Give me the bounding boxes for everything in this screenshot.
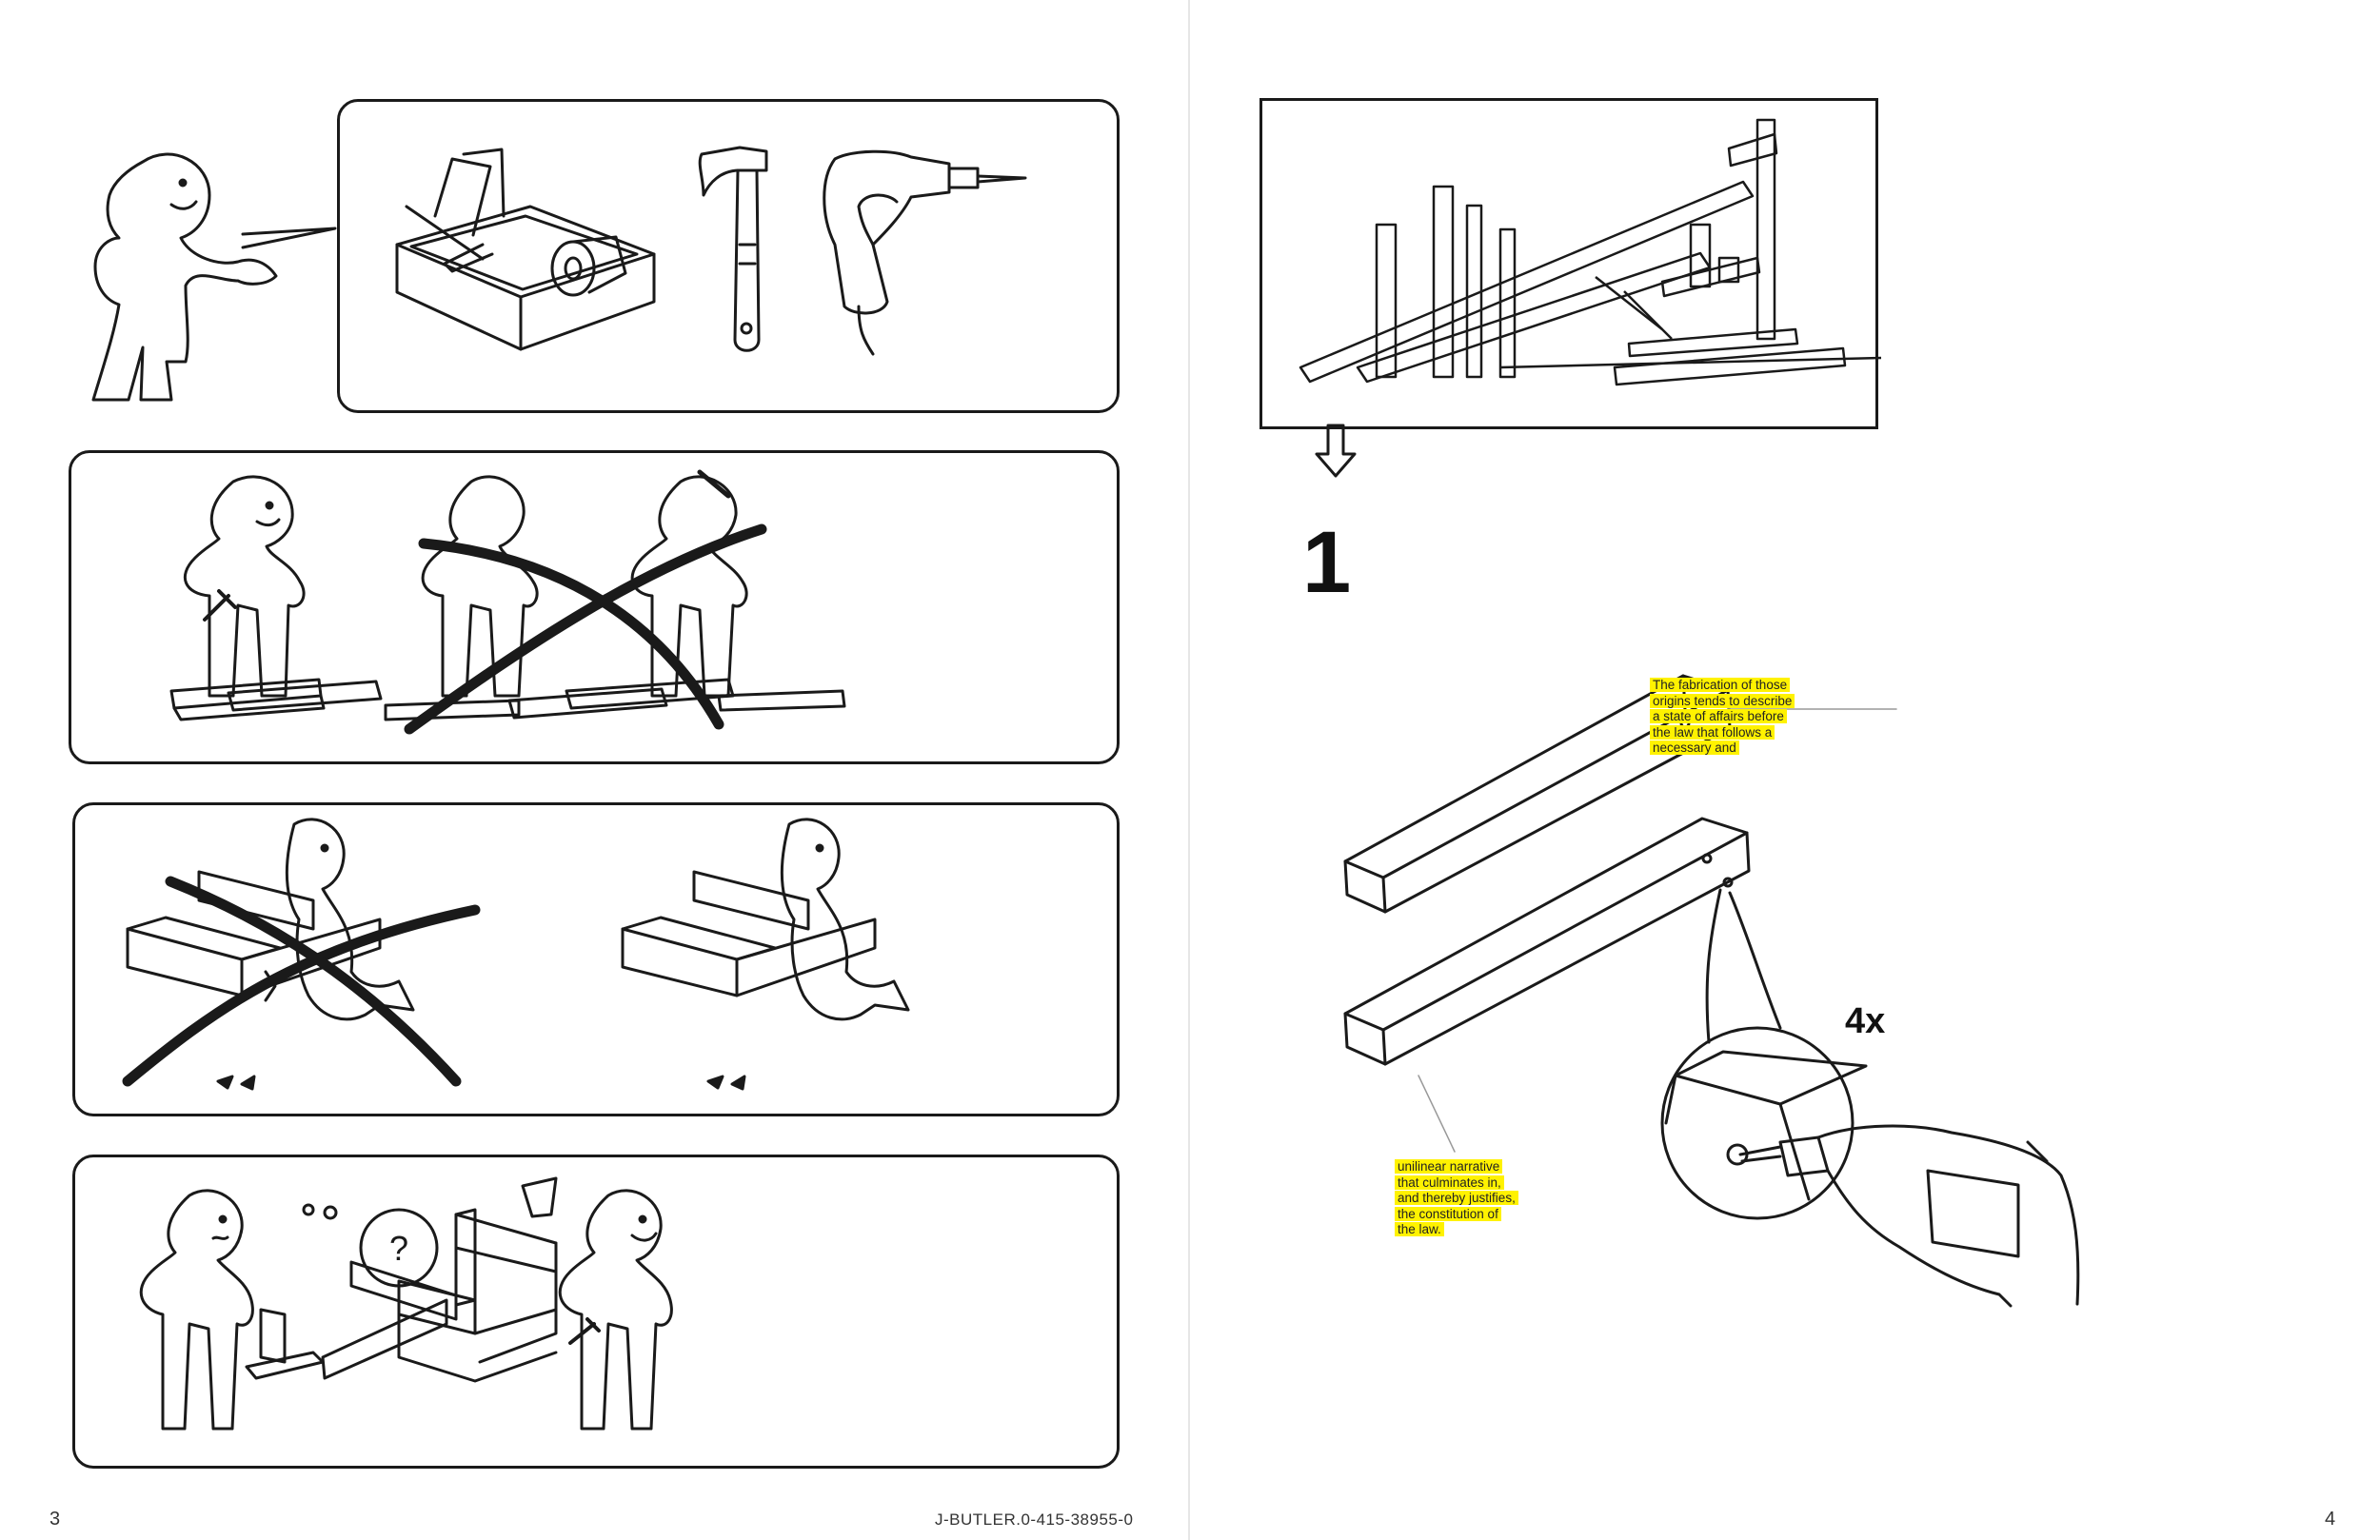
right-page: 1 — [1190, 0, 2380, 1540]
floor-protection-illustration — [122, 818, 910, 1091]
beam-lower-icon — [1343, 817, 1751, 1066]
panel-floor-protection — [72, 802, 1120, 1116]
figure-speaking-icon — [91, 152, 337, 402]
note-top-line-4: the law that follows a — [1650, 724, 1775, 740]
assembled-frame-icon — [397, 1208, 558, 1383]
page-number-right: 4 — [2325, 1509, 2336, 1530]
call-help-illustration: ? — [139, 1176, 673, 1431]
parts-overview-illustration — [1299, 118, 1881, 386]
panel-tools-needed — [337, 99, 1120, 413]
two-people-icon — [421, 469, 748, 698]
satisfied-person-icon — [558, 1189, 673, 1431]
note-top-line-3: a state of affairs before — [1650, 709, 1787, 723]
question-mark: ? — [389, 1229, 408, 1268]
overview-frame — [1259, 98, 1881, 429]
zoom-detail-circle — [1660, 1026, 1854, 1220]
note-bottom-line-3: and thereby justifies, — [1395, 1191, 1518, 1205]
page-spine — [1188, 0, 1190, 1540]
loose-parts-icon — [245, 1260, 458, 1380]
drill-icon — [823, 149, 1027, 356]
panel-two-people — [69, 450, 1120, 764]
note-bottom-line-5: the law. — [1395, 1222, 1444, 1236]
quantity-label: 4x — [1845, 1001, 1886, 1041]
kneeling-person-icon — [285, 818, 415, 1021]
page-number-left: 3 — [50, 1509, 61, 1530]
kneeling-person-ok-icon — [780, 818, 910, 1021]
left-page: ? 3 J-BUTLER.0-415-38 — [50, 99, 1134, 1530]
note-top-line-1: The fabrication of those — [1650, 678, 1791, 692]
note-top-line-2: origins tends to describe — [1650, 693, 1795, 708]
tools-illustration — [395, 146, 1027, 356]
note-bottom-line-2: that culminates in, — [1395, 1175, 1504, 1190]
two-people-illustration — [169, 469, 846, 735]
note-top: The fabrication of those origins tends t… — [1650, 678, 1812, 757]
beam-drill-illustration — [1343, 674, 2080, 1308]
down-arrow-icon — [1315, 424, 1357, 478]
frame-on-blanket-icon — [621, 870, 877, 997]
note-bottom: unilinear narrative that culminates in, … — [1395, 1159, 1557, 1238]
boards-icon — [169, 678, 521, 721]
note-bottom-line-4: the constitution of — [1395, 1206, 1501, 1221]
person-alone-icon — [183, 475, 306, 698]
toolbox-icon — [395, 148, 656, 351]
cup-icon — [521, 1176, 558, 1218]
confused-person-icon — [139, 1189, 287, 1431]
catalog-code: J-BUTLER.0-415-38955-0 — [935, 1510, 1134, 1529]
panel-call-help: ? — [72, 1155, 1120, 1469]
hammer-icon — [698, 146, 768, 352]
step-number: 1 — [1302, 514, 1352, 611]
note-top-line-5: necessary and — [1650, 740, 1739, 755]
note-bottom-line-1: unilinear narrative — [1395, 1159, 1503, 1174]
drill-icon — [1778, 1124, 2080, 1308]
